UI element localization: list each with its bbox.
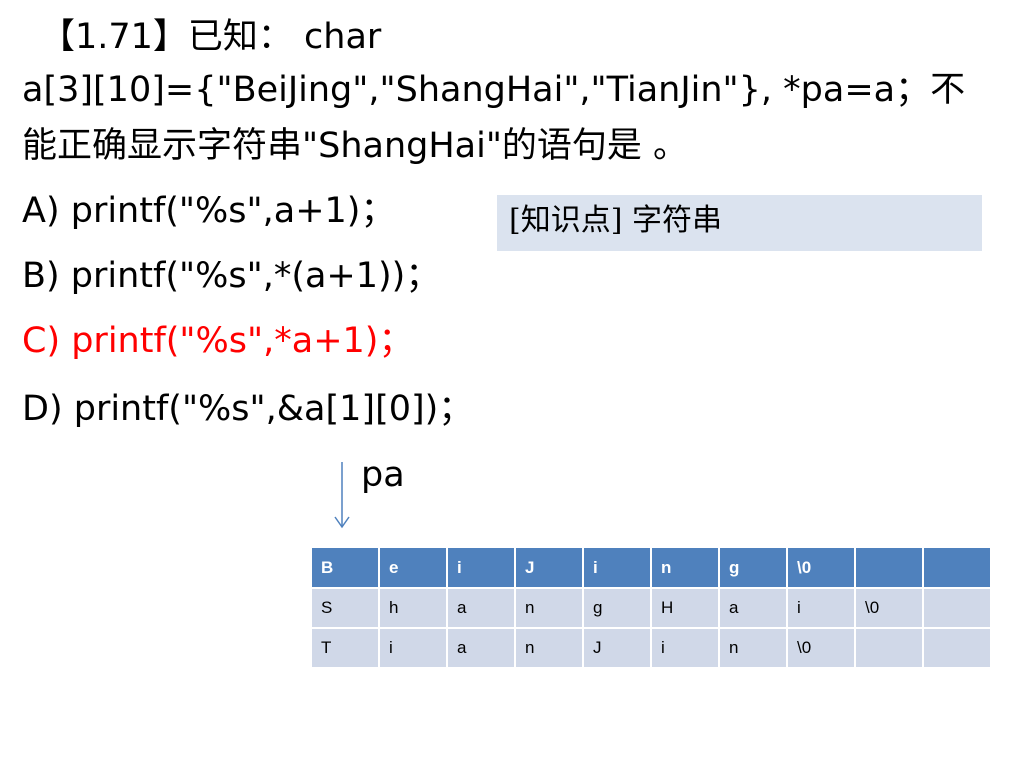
table-cell: \0 xyxy=(786,546,856,589)
table-cell: i xyxy=(446,546,516,589)
table-cell: g xyxy=(582,587,652,629)
pointer-arrow-icon xyxy=(334,462,350,529)
table-cell: B xyxy=(310,546,380,589)
knowledge-point-box: [知识点] 字符串 xyxy=(497,195,982,251)
table-cell: J xyxy=(582,627,652,669)
question-line-3: 能正确显示字符串"ShangHai"的语句是 。 xyxy=(22,126,689,166)
table-cell xyxy=(922,587,992,629)
table-cell: i xyxy=(786,587,856,629)
table-cell: g xyxy=(718,546,788,589)
option-c-answer: C) printf("%s",*a+1)； xyxy=(22,321,414,361)
question-line-2: a[3][10]={"BeiJing","ShangHai","TianJin"… xyxy=(22,70,966,110)
table-cell: J xyxy=(514,546,584,589)
table-cell: i xyxy=(378,627,448,669)
table-cell: i xyxy=(582,546,652,589)
table-cell: n xyxy=(514,627,584,669)
table-cell: h xyxy=(378,587,448,629)
table-cell: H xyxy=(650,587,720,629)
table-cell: i xyxy=(650,627,720,669)
table-cell xyxy=(854,627,924,669)
table-cell xyxy=(922,627,992,669)
table-cell: \0 xyxy=(854,587,924,629)
table-cell xyxy=(854,546,924,589)
table-cell: e xyxy=(378,546,448,589)
table-cell xyxy=(922,546,992,589)
table-cell: T xyxy=(310,627,380,669)
table-cell: n xyxy=(514,587,584,629)
pointer-label: pa xyxy=(361,455,405,495)
table-cell: a xyxy=(446,587,516,629)
table-cell: n xyxy=(650,546,720,589)
table-cell: S xyxy=(310,587,380,629)
question-line-1: 【1.71】已知： char xyxy=(40,17,382,57)
option-d: D) printf("%s",&a[1][0])； xyxy=(22,389,474,429)
table-cell: a xyxy=(718,587,788,629)
table-cell: a xyxy=(446,627,516,669)
option-b: B) printf("%s",*(a+1))； xyxy=(22,256,441,296)
table-cell: \0 xyxy=(786,627,856,669)
option-a: A) printf("%s",a+1)； xyxy=(22,191,396,231)
table-cell: n xyxy=(718,627,788,669)
